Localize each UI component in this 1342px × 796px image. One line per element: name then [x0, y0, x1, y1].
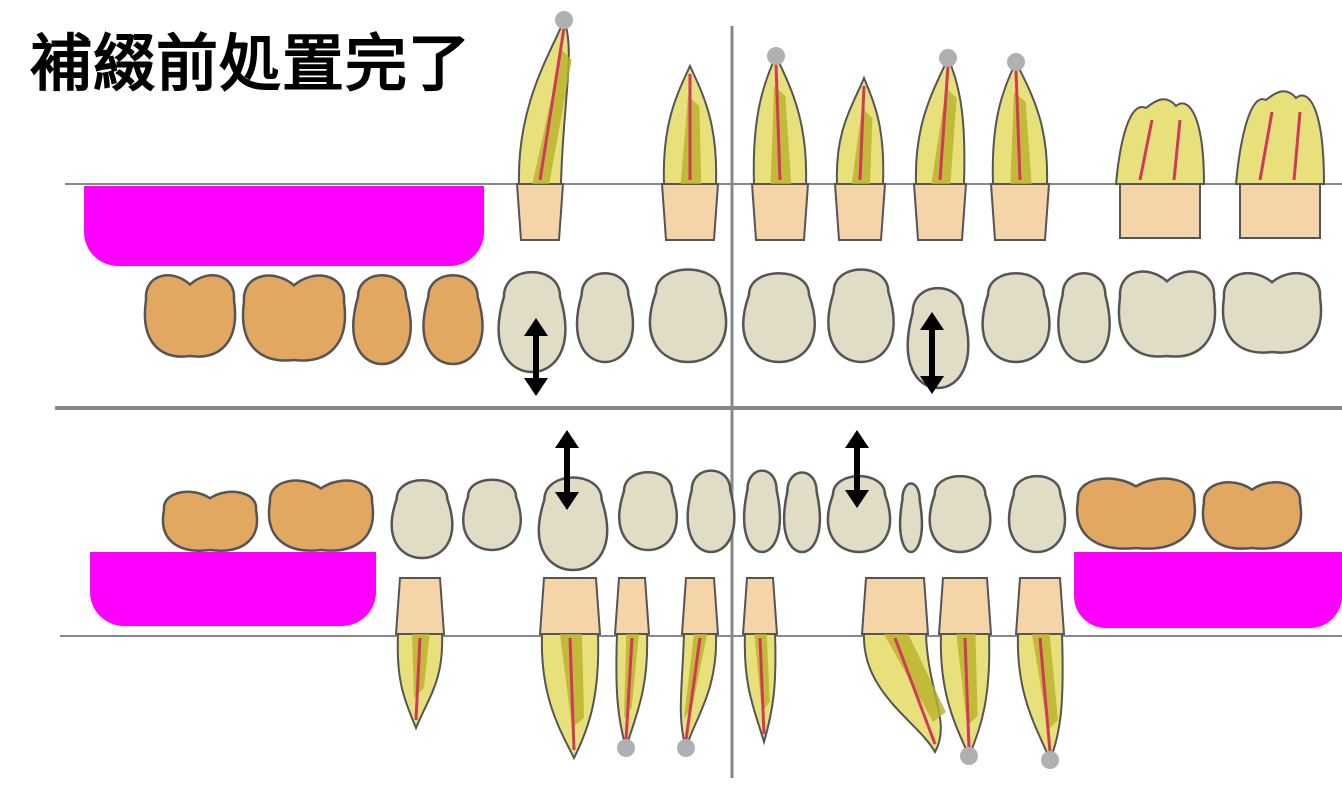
upper-molar-root-2 — [1236, 91, 1324, 238]
chart-title: 補綴前処置完了 — [30, 24, 471, 104]
crown — [353, 275, 410, 364]
root — [1236, 91, 1324, 184]
exposed-root — [743, 578, 777, 634]
lower-right-denture-base-top — [1074, 552, 1342, 586]
crown — [688, 471, 735, 552]
crown — [983, 273, 1050, 362]
exposed-root — [862, 578, 928, 634]
lower-left-denture-base-top — [90, 552, 376, 586]
exposed-root — [835, 184, 885, 240]
lower-root-8 — [1016, 578, 1064, 769]
crown — [1058, 273, 1109, 362]
upper-root-1 — [517, 11, 573, 240]
crown — [1077, 479, 1195, 549]
crown — [1223, 273, 1321, 352]
upper-root-4 — [835, 78, 885, 240]
lower-root-1 — [396, 578, 444, 728]
arrow-head-up — [845, 430, 869, 448]
crown — [424, 275, 483, 364]
exposed-root — [540, 578, 600, 634]
crown — [145, 275, 235, 356]
exposed-root — [662, 184, 718, 240]
root — [1116, 99, 1204, 184]
crown — [539, 478, 607, 571]
crown — [828, 270, 893, 363]
crown — [784, 472, 820, 552]
upper-root-3 — [752, 47, 808, 240]
apex-dot — [1041, 751, 1059, 769]
crown — [243, 276, 345, 361]
lower-root-2 — [540, 578, 600, 758]
crown — [577, 273, 633, 362]
crown — [392, 480, 453, 558]
lower-root-3 — [615, 578, 649, 757]
exposed-root — [752, 184, 808, 240]
upper-root-2 — [662, 66, 718, 240]
crown — [650, 270, 726, 363]
exposed-root — [1240, 184, 1320, 238]
upper-root-6 — [991, 53, 1049, 240]
crown — [900, 484, 922, 552]
crown — [619, 472, 676, 550]
lower-root-4 — [677, 578, 718, 757]
crown — [499, 272, 566, 372]
apex-dot — [960, 747, 978, 765]
upper-root-5 — [914, 49, 966, 240]
lower-root-6 — [862, 578, 946, 752]
crown — [1119, 272, 1215, 357]
apex-dot — [939, 49, 957, 67]
apex-dot — [1007, 53, 1025, 71]
crown — [743, 273, 814, 362]
exposed-root — [517, 184, 563, 240]
exposed-root — [682, 578, 718, 634]
exposed-root — [1016, 578, 1064, 634]
crown — [463, 480, 520, 550]
apex-dot — [555, 11, 573, 29]
crown — [1009, 476, 1065, 552]
crown — [930, 476, 991, 552]
apex-dot — [677, 739, 695, 757]
arrow-head-up — [555, 430, 579, 448]
upper-molar-root-1 — [1116, 99, 1204, 238]
apex-dot — [617, 739, 635, 757]
crown — [269, 481, 373, 551]
exposed-root — [615, 578, 649, 634]
crown — [908, 288, 969, 388]
crown — [163, 492, 257, 551]
exposed-root — [914, 184, 966, 240]
crown — [1203, 482, 1301, 548]
arrow-head-down — [524, 378, 548, 396]
exposed-root — [939, 578, 991, 634]
apex-dot — [767, 47, 785, 65]
lower-root-5 — [743, 578, 777, 742]
lower-root-7 — [939, 578, 991, 765]
exposed-root — [1120, 184, 1200, 238]
upper-denture-base-top — [84, 186, 484, 226]
crown — [744, 471, 780, 552]
exposed-root — [991, 184, 1049, 240]
exposed-root — [396, 578, 444, 634]
